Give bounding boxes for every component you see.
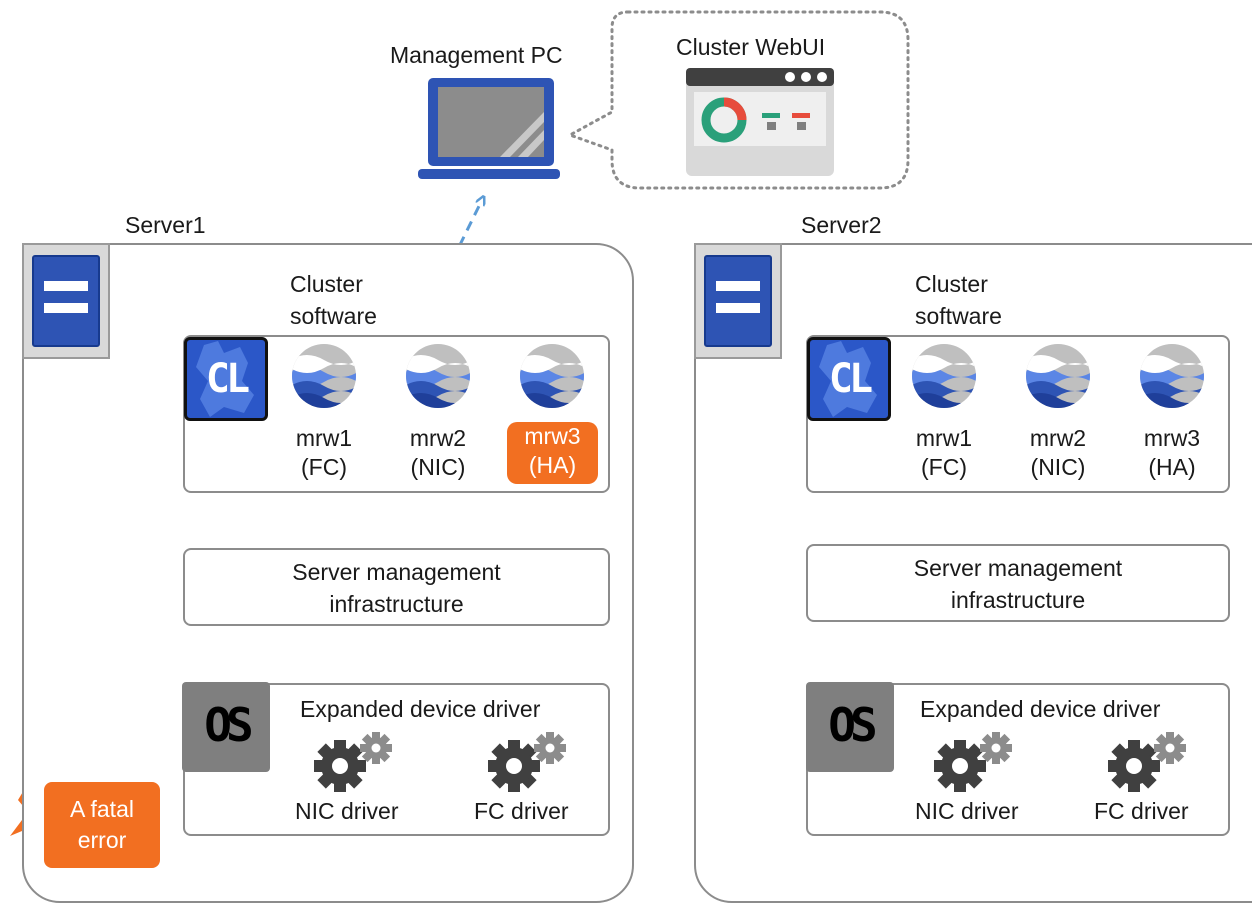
- server-icon: [32, 255, 100, 347]
- cl-tile-text: CL: [828, 356, 873, 402]
- server2-nic-gear-icon: [934, 732, 1012, 792]
- webui-label: Cluster WebUI: [676, 34, 826, 60]
- webui-window-icon: [686, 68, 834, 176]
- server1-fc-driver-label: FC driver: [474, 798, 569, 824]
- server2-fc-gear-icon: [1108, 732, 1186, 792]
- server1-mrw1-icon: [292, 344, 356, 408]
- server1-os-logo: OS: [182, 682, 270, 772]
- server1-fc-gear-icon: [488, 732, 566, 792]
- server2-server-icon-tile: [694, 243, 782, 359]
- server2-mrw1-label: mrw1 (FC): [915, 425, 973, 480]
- server1-mrw1-label: mrw1 (FC): [295, 425, 353, 480]
- server1-mrw2-label: mrw2 (NIC): [409, 425, 467, 480]
- server1-driver-title: Expanded device driver: [300, 696, 541, 722]
- server2-mrw1-icon: [912, 344, 976, 408]
- cl-tile-text: CL: [205, 356, 250, 402]
- server2-infra-panel: [806, 544, 1230, 622]
- laptop-icon: [418, 78, 560, 179]
- server2-os-logo: OS: [806, 682, 894, 772]
- server1-infra-panel: [183, 548, 610, 626]
- server1-cluster-label-line1: Cluster: [290, 271, 363, 297]
- server1-nic-gear-icon: [314, 732, 392, 792]
- server1-infra-line1: Server management: [292, 559, 501, 585]
- server2-nic-driver-label: NIC driver: [915, 798, 1019, 824]
- server2-cl-logo: CL: [807, 337, 891, 421]
- management-pc-label: Management PC: [390, 42, 563, 68]
- server2-mrw2-label: mrw2 (NIC): [1029, 425, 1087, 480]
- os-tile-text: OS: [828, 698, 877, 752]
- server2-fc-driver-label: FC driver: [1094, 798, 1189, 824]
- server1-cluster-label-line2: software: [290, 303, 377, 329]
- server-icon: [704, 255, 772, 347]
- server1-label: Server1: [125, 212, 206, 238]
- server2-driver-title: Expanded device driver: [920, 696, 1161, 722]
- server1-mrw3-label-highlighted: mrw3 (HA): [507, 422, 598, 484]
- server1-nic-driver-label: NIC driver: [295, 798, 399, 824]
- os-tile-text: OS: [204, 698, 253, 752]
- server2-infra-line1: Server management: [913, 555, 1123, 581]
- server1-server-icon-tile: [22, 243, 110, 359]
- server2-mrw3-label: mrw3 (HA): [1143, 425, 1201, 480]
- server1-infra-line2: infrastructure: [329, 591, 464, 617]
- server1-cl-logo: CL: [184, 337, 268, 421]
- fatal-error-badge: A fatal error: [44, 782, 160, 868]
- server2-label: Server2: [801, 212, 882, 238]
- server1-mrw2-icon: [406, 344, 470, 408]
- server2-mrw2-icon: [1026, 344, 1090, 408]
- webui-callout-bubble: [566, 10, 910, 190]
- server2-mrw3-icon: [1140, 344, 1204, 408]
- server2-cluster-label-line1: Cluster: [915, 271, 988, 297]
- server2-infra-line2: infrastructure: [950, 587, 1086, 613]
- server1-mrw3-icon: [520, 344, 584, 408]
- server2-cluster-label-line2: software: [915, 303, 1002, 329]
